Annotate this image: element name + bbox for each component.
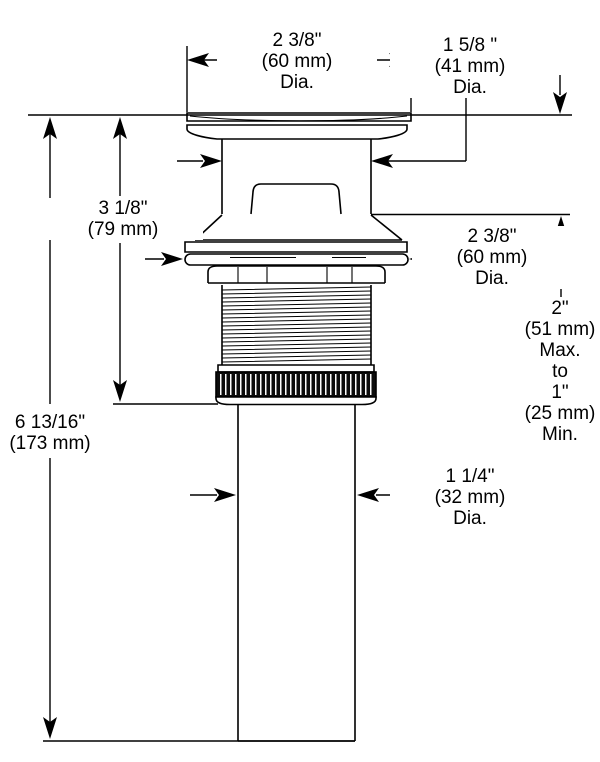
arrow-tailpiece-left [214,488,236,502]
arrow-flange-dia-left [161,252,183,266]
label-line: 6 13/16" [0,412,130,433]
popup-stopper [250,183,342,215]
label-line: (60 mm) [217,51,377,72]
washer-band [217,364,375,373]
label-line: 2 3/8" [217,30,377,51]
arrow-overflow-up [113,117,127,139]
neck-diameter-leader-lines [177,98,467,162]
arrow-tailpiece-right [357,488,379,502]
mounting-nut-facets [237,267,353,283]
arrow-overflow-down [113,380,127,402]
arrow-neck-left [200,154,222,168]
label-line: 1 1/4" [390,466,550,487]
label-line: Dia. [217,72,377,93]
flange-underside [186,124,408,140]
label-line: Dia. [412,268,572,289]
label-flange-diameter: 2 3/8" (60 mm) Dia. [412,226,572,289]
label-line: 3 1/8" [43,198,203,219]
flange-top-plate [186,112,412,122]
label-line: Min. [480,424,600,445]
label-top-diameter: 2 3/8" (60 mm) Dia. [217,30,377,93]
thread-lines [221,286,372,363]
label-line: (51 mm) [480,319,600,340]
mounting-nut [207,265,386,284]
label-line: (173 mm) [0,433,130,454]
transition-band [215,396,377,406]
flared-cone [194,214,403,241]
arrow-overall-down [43,717,57,739]
label-overflow-height: 3 1/8" (79 mm) [43,198,203,240]
label-line: 2 3/8" [412,226,572,247]
drain-body [184,112,412,742]
label-line: (79 mm) [43,219,203,240]
overflow-height-dimension-line [113,132,218,405]
label-line: 1" [480,382,600,403]
label-line: Max. [480,340,600,361]
label-line: (25 mm) [480,403,600,424]
arrow-neck-right [371,154,393,168]
label-line: to [480,361,600,382]
label-line: (32 mm) [390,487,550,508]
label-tailpiece-diameter: 1 1/4" (32 mm) Dia. [390,466,550,529]
label-line: Dia. [390,508,550,529]
rubber-gasket [184,253,409,266]
label-line: 1 5/8 " [390,35,550,56]
locknut-disc [184,241,408,253]
label-line: Dia. [390,77,550,98]
label-line: (60 mm) [412,247,572,268]
arrow-overall-up [43,117,57,139]
label-neck-diameter: 1 5/8 " (41 mm) Dia. [390,35,550,98]
label-line: (41 mm) [390,56,550,77]
flange-rim-curve [189,115,408,122]
tailpiece-pipe [237,404,356,742]
label-deck-range: 2" (51 mm) Max. to 1" (25 mm) Min. [480,298,600,445]
arrow-surface-down [553,92,567,114]
arrow-top-dia-left [187,53,209,67]
drain-neck [221,139,372,214]
label-overall-height: 6 13/16" (173 mm) [0,412,130,454]
label-line: 2" [480,298,600,319]
thread-section-edges [221,285,372,365]
